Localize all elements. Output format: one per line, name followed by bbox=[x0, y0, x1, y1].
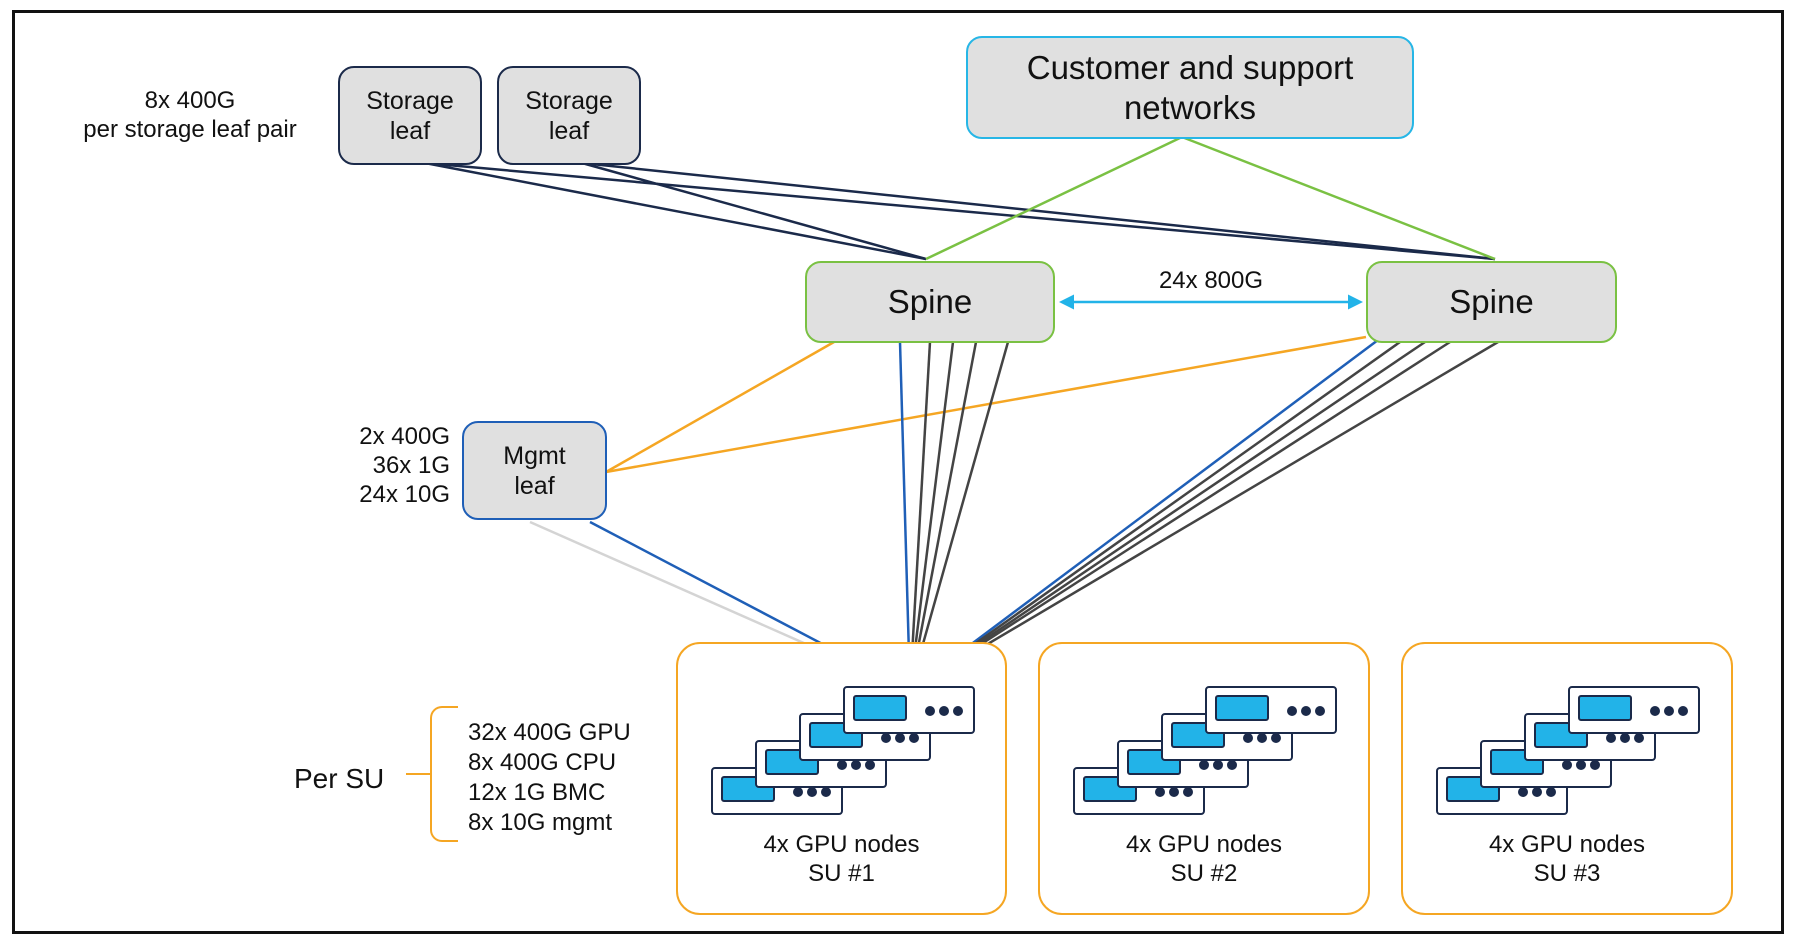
per-su-item: 8x 10G mgmt bbox=[468, 809, 613, 836]
storage-leaf-1: Storage leaf bbox=[338, 66, 482, 165]
scalable-unit-id: SU #2 bbox=[1170, 860, 1238, 887]
mgmt-leaf-line2: leaf bbox=[514, 471, 555, 500]
scalable-unit-nodes: 4x GPU nodes bbox=[1125, 831, 1283, 858]
spine-left: Spine bbox=[805, 261, 1055, 343]
per-su-item: 32x 400G GPU bbox=[468, 719, 631, 746]
spine-interlink-label: 24x 800G bbox=[1158, 267, 1264, 294]
per-su-bracket-tick bbox=[406, 773, 430, 775]
customer-links bbox=[925, 135, 1496, 261]
per-su-label: Per SU bbox=[294, 763, 385, 794]
right-spine-gpu-links bbox=[909, 338, 1499, 692]
mgmt-leaf-line1: Mgmt bbox=[503, 441, 566, 470]
mgmt-note-line2: 36x 1G bbox=[372, 452, 450, 479]
diagram-frame bbox=[12, 10, 1784, 934]
customer-networks-line1: Customer and support bbox=[1026, 48, 1354, 86]
scalable-unit-nodes: 4x GPU nodes bbox=[1488, 831, 1646, 858]
per-su-bracket bbox=[430, 706, 458, 842]
left-spine-gpu-links bbox=[898, 341, 1010, 691]
scalable-unit-nodes: 4x GPU nodes bbox=[763, 831, 920, 858]
scalable-unit-2: 4x GPU nodes SU #2 bbox=[1038, 642, 1370, 915]
storage-note-line2: per storage leaf pair bbox=[83, 116, 297, 143]
mgmt-uplinks bbox=[605, 335, 1367, 474]
mgmt-leaf: Mgmt leaf bbox=[462, 421, 607, 520]
storage-leaf-1-line2: leaf bbox=[389, 116, 431, 145]
gpu-node-icon bbox=[1205, 686, 1337, 734]
storage-leaf-2-line2: leaf bbox=[548, 116, 590, 145]
per-su-item: 8x 400G CPU bbox=[468, 749, 617, 776]
per-su-list: 32x 400G GPU 8x 400G CPU 12x 1G BMC 8x 1… bbox=[468, 718, 631, 838]
mgmt-note: 2x 400G 36x 1G 24x 10G bbox=[344, 422, 450, 509]
scalable-unit-id: SU #1 bbox=[808, 860, 875, 887]
storage-links bbox=[424, 161, 1496, 261]
scalable-unit-caption: 4x GPU nodes SU #1 bbox=[678, 830, 1005, 888]
spine-left-label: Spine bbox=[887, 283, 973, 320]
mgmt-note-line3: 24x 10G bbox=[359, 481, 450, 508]
per-su-item: 12x 1G BMC bbox=[468, 779, 606, 806]
storage-leaf-2: Storage leaf bbox=[497, 66, 641, 165]
customer-networks-line2: networks bbox=[1123, 88, 1257, 126]
storage-leaf-2-line1: Storage bbox=[525, 86, 613, 115]
storage-note-line1: 8x 400G bbox=[144, 87, 236, 114]
scalable-unit-caption: 4x GPU nodes SU #2 bbox=[1040, 830, 1368, 888]
mgmt-note-line1: 2x 400G bbox=[359, 423, 450, 450]
storage-leaf-1-line1: Storage bbox=[366, 86, 454, 115]
spine-right-label: Spine bbox=[1449, 283, 1534, 320]
scalable-unit-caption: 4x GPU nodes SU #3 bbox=[1403, 830, 1731, 888]
gpu-node-icon bbox=[1568, 686, 1700, 734]
customer-networks-box: Customer and support networks bbox=[966, 36, 1414, 139]
gpu-node-icon bbox=[843, 686, 975, 734]
scalable-unit-3: 4x GPU nodes SU #3 bbox=[1401, 642, 1733, 915]
spine-right: Spine bbox=[1366, 261, 1617, 343]
scalable-unit-1: 4x GPU nodes SU #1 bbox=[676, 642, 1007, 915]
scalable-unit-id: SU #3 bbox=[1533, 860, 1601, 887]
storage-note: 8x 400G per storage leaf pair bbox=[66, 86, 314, 144]
